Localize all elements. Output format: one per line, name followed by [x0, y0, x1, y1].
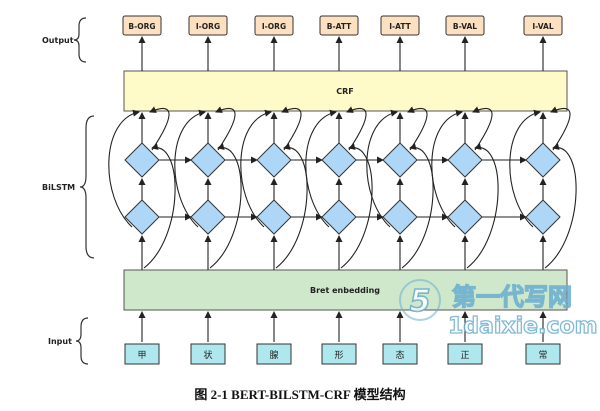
backward-lstm-cell	[382, 199, 418, 235]
lstm-skip-arrow	[472, 106, 493, 151]
residual-arrow	[466, 143, 499, 269]
input-token-box	[447, 343, 483, 365]
lstm-bypass-arrow	[108, 109, 140, 228]
forward-lstm-cell	[190, 142, 226, 178]
input-token-box	[382, 343, 418, 365]
crf-layer	[123, 70, 568, 112]
lstm-bypass-arrow	[174, 109, 206, 228]
forward-lstm-cell	[124, 142, 160, 178]
output-tag: B-ATT	[327, 22, 352, 31]
embedding-label: Bret enbedding	[310, 286, 380, 295]
embedding-layer	[123, 269, 568, 311]
output-brace	[73, 17, 87, 63]
output-tag: I-ATT	[389, 22, 411, 31]
input-token: 腺	[269, 349, 278, 361]
bilstm-brace	[79, 115, 95, 259]
backward-lstm-cell	[190, 199, 226, 235]
backward-lstm-cell	[525, 199, 561, 235]
backward-lstm-cell	[447, 199, 483, 235]
lstm-bypass-arrow	[509, 109, 541, 228]
input-token: 常	[538, 349, 547, 361]
residual-arrow	[401, 143, 434, 269]
lstm-skip-arrow	[281, 106, 302, 151]
output-tag-box	[445, 15, 485, 36]
backward-lstm-cell	[256, 199, 292, 235]
input-section-label: Input	[48, 337, 72, 346]
input-token-box	[190, 343, 226, 365]
output-tag-box	[523, 15, 563, 36]
watermark-site-url: 1daixie.com	[448, 314, 598, 339]
input-token: 正	[460, 351, 469, 361]
lstm-bypass-arrow	[305, 109, 337, 228]
forward-lstm-cell	[447, 142, 483, 178]
output-tag: I-ORG	[196, 22, 220, 31]
output-tag: I-VAL	[532, 22, 553, 31]
input-token: 态	[395, 349, 404, 361]
lstm-bypass-arrow	[240, 109, 272, 228]
residual-arrow	[544, 143, 577, 269]
crf-label: CRF	[336, 87, 354, 96]
residual-arrow	[143, 143, 176, 269]
lstm-skip-arrow	[149, 106, 170, 151]
output-tag-box	[254, 15, 294, 36]
input-token-box	[124, 343, 160, 365]
output-section-label: Output	[42, 36, 74, 45]
input-token-box	[525, 343, 561, 365]
output-tag-box	[319, 15, 359, 36]
bilstm-section-label: BiLSTM	[42, 183, 75, 192]
backward-lstm-cell	[124, 199, 160, 235]
lstm-skip-arrow	[215, 106, 236, 151]
figure-caption: 图 2-1 BERT-BILSTM-CRF 模型结构	[194, 387, 406, 402]
forward-lstm-cell	[525, 142, 561, 178]
output-tag: B-VAL	[453, 22, 477, 31]
input-token-box	[256, 343, 292, 365]
watermark-site-name: 第一代写网	[452, 283, 572, 311]
output-tag: I-ORG	[262, 22, 286, 31]
lstm-skip-arrow	[550, 106, 571, 151]
residual-arrow	[275, 143, 308, 269]
input-token: 状	[203, 349, 212, 361]
lstm-bypass-arrow	[366, 109, 398, 228]
lstm-skip-arrow	[407, 106, 428, 151]
watermark: 5 第一代写网 1daixie.com	[399, 279, 598, 340]
forward-lstm-cell	[321, 142, 357, 178]
svg-text:5: 5	[410, 284, 431, 319]
residual-arrow	[340, 143, 373, 269]
lstm-skip-arrow	[346, 106, 367, 151]
output-tag-box	[380, 15, 420, 36]
input-brace	[75, 317, 89, 365]
forward-lstm-cell	[382, 142, 418, 178]
output-tag-box	[122, 15, 162, 36]
residual-arrow	[209, 143, 242, 269]
watermark-logo: 5	[399, 279, 441, 321]
lstm-bypass-arrow	[431, 109, 463, 228]
input-token-box	[321, 343, 357, 365]
backward-lstm-cell	[321, 199, 357, 235]
input-token: 形	[334, 349, 343, 361]
output-tag: B-ORG	[128, 22, 155, 31]
output-tag-box	[188, 15, 228, 36]
input-token: 甲	[137, 350, 146, 361]
forward-lstm-cell	[256, 142, 292, 178]
